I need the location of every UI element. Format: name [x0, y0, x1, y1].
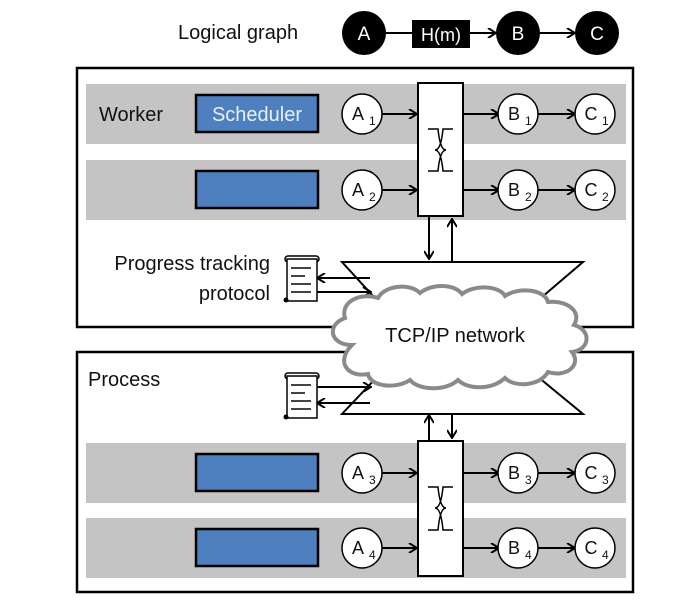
shuffle-icon [428, 486, 453, 531]
operator-node-c-subscript: 1 [602, 114, 609, 128]
scheduler-box-1 [194, 93, 320, 134]
scheduler-box-3 [194, 452, 320, 493]
exchange-switch-upper [417, 82, 464, 217]
operator-node-c-subscript: 2 [602, 190, 609, 204]
operator-node-a-label: A [352, 104, 364, 124]
operator-node-c-label: C [585, 538, 598, 558]
progress-tracking-label-line1: Progress tracking [114, 253, 270, 275]
logical-node-b [496, 11, 540, 55]
operator-node-b-subscript: 4 [525, 548, 532, 562]
logical-node-b-label: B [512, 24, 525, 45]
progress-tracking-label-line2: protocol [199, 283, 270, 305]
operator-node-c-label: C [585, 180, 598, 200]
cloud-icon [331, 284, 589, 391]
operator-node-a-label: A [352, 180, 364, 200]
operator-node-a-subscript: 2 [369, 190, 376, 204]
operator-node-b-label: B [508, 180, 520, 200]
operator-node-b-label: B [508, 538, 520, 558]
operator-node-a-label: A [352, 538, 364, 558]
operator-node-b-subscript: 3 [525, 473, 532, 487]
process-label: Process [88, 369, 160, 391]
worker-label: Worker [99, 104, 163, 126]
logical-node-h [412, 20, 470, 48]
scroll-icon [283, 255, 320, 303]
exchange-switch-lower [417, 440, 464, 577]
logical-node-h-label: H(m) [421, 25, 461, 45]
operator-node-b-subscript: 1 [525, 114, 532, 128]
operator-node-b-subscript: 2 [525, 190, 532, 204]
operator-node-c-label: C [585, 463, 598, 483]
scroll-icon [283, 372, 320, 420]
operator-node-a-label: A [352, 463, 364, 483]
shuffle-icon [428, 128, 453, 172]
network-label: TCP/IP network [385, 325, 526, 347]
scheduler-box-4 [194, 527, 320, 568]
operator-node-c-subscript: 3 [602, 473, 609, 487]
operator-node-c-label: C [585, 104, 598, 124]
scheduler-box-2 [194, 169, 320, 210]
scheduler-label: Scheduler [212, 104, 302, 126]
operator-node-b-label: B [508, 104, 520, 124]
operator-node-a-subscript: 4 [369, 548, 376, 562]
operator-node-c-subscript: 4 [602, 548, 609, 562]
logical-graph: Logical graph A H(m) B C [178, 11, 619, 55]
operator-node-b-label: B [508, 463, 520, 483]
logical-node-a-label: A [358, 24, 371, 45]
operator-node-a-subscript: 1 [369, 114, 376, 128]
logical-node-c [575, 11, 619, 55]
logical-node-c-label: C [590, 24, 604, 45]
logical-graph-label: Logical graph [178, 22, 298, 44]
logical-node-a [342, 11, 386, 55]
operator-node-a-subscript: 3 [369, 473, 376, 487]
